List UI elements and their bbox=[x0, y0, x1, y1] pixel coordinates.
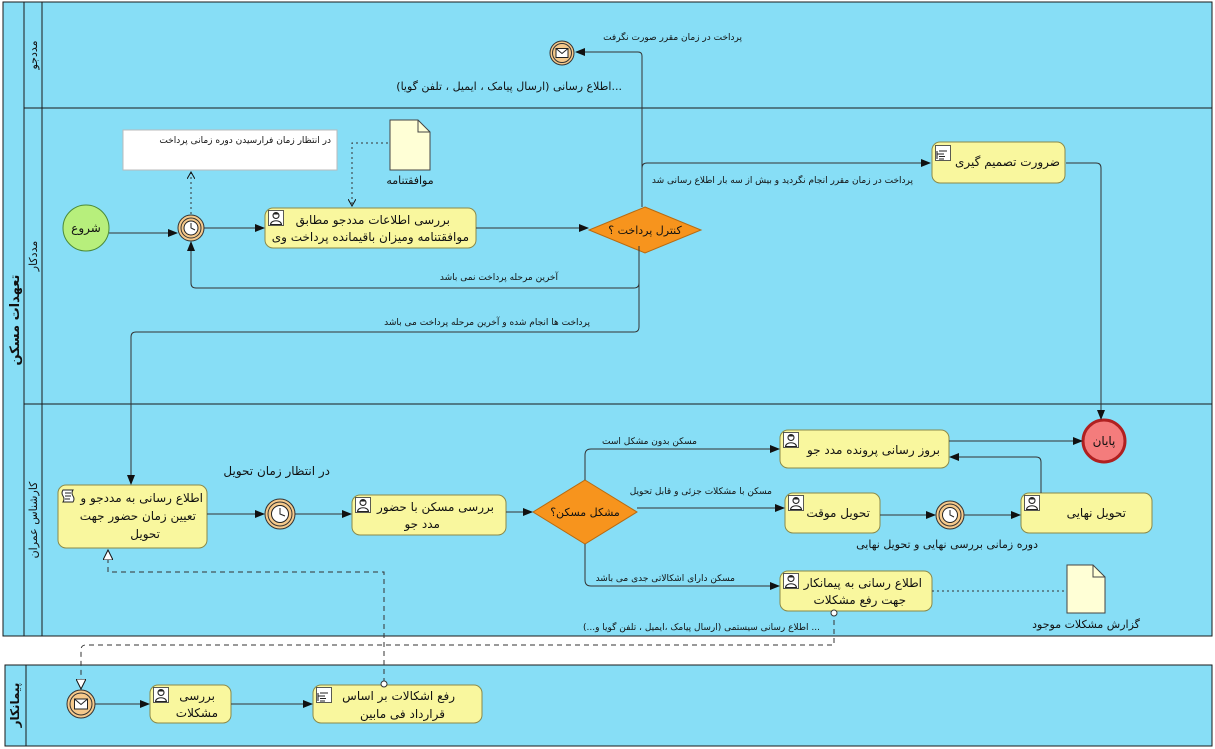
major-problem-label: مسکن دارای اشکالاتی جدی می باشد bbox=[596, 574, 736, 584]
manual-task-icon bbox=[316, 687, 332, 703]
task-temp-delivery-label: تحویل موقت bbox=[806, 506, 870, 521]
wait-timer-event[interactable] bbox=[177, 214, 205, 242]
task-notify-applicant-line2: تعیین زمان حضور جهت bbox=[80, 509, 196, 524]
problems-report-label: گزارش مشکلات موجود bbox=[1032, 618, 1141, 631]
user-task-icon bbox=[783, 573, 799, 589]
task-review-problems-line2: مشکلات bbox=[176, 706, 218, 720]
final-review-period-label: دوره زمانی بررسی نهایی و تحویل نهایی bbox=[856, 538, 1038, 551]
task-review-info-line2: موافقتنامه ومیزان باقیمانده پرداخت وی bbox=[272, 230, 469, 245]
user-task-icon bbox=[355, 497, 371, 513]
lane-title-applicant: مددجو bbox=[27, 40, 40, 70]
flow-final-to-update bbox=[949, 453, 1042, 493]
envelope-icon bbox=[74, 698, 88, 710]
task-review-info-line1: بررسی اطلاعات مددجو مطابق bbox=[296, 213, 450, 228]
start-event-label: شروع bbox=[71, 221, 101, 236]
lane-title-social-worker: مددکار bbox=[27, 241, 40, 273]
message-flow-to-contractor bbox=[81, 611, 835, 689]
wait-delivery-label: در انتظار زمان تحویل bbox=[223, 464, 330, 479]
task-fix-problems[interactable] bbox=[312, 684, 483, 724]
flow-gateway-to-applicant bbox=[575, 48, 643, 207]
task-decision-label: ضرورت تصمیم گیری bbox=[955, 155, 1060, 170]
user-task-icon bbox=[783, 432, 799, 448]
no-problem-label: مسکن بدون مشکل است bbox=[602, 437, 697, 447]
system-notify-label: اطلاع رسانی سیستمی (ارسال پیامک ،ایمیل ،… bbox=[583, 621, 820, 633]
end-event-label: پایان bbox=[1093, 434, 1116, 448]
pool-title-contractor: پیمانکار bbox=[8, 683, 22, 729]
applicant-message-event-ring bbox=[552, 43, 572, 63]
task-notify-contractor-line2: جهت رفع مشکلات bbox=[814, 593, 907, 608]
message-flow-to-notify bbox=[108, 550, 385, 683]
gateway-housing-problem-label: مشکل مسکن؟ bbox=[550, 506, 620, 519]
payment-not-on-time-label: پرداخت در زمان مقرر صورت نگرفت bbox=[603, 31, 742, 43]
manual-task-icon bbox=[935, 145, 951, 161]
lane-title-civil-expert: کارشناس عمران bbox=[27, 481, 40, 559]
gateway-payment-check-label: کنترل پرداخت ؟ bbox=[608, 224, 682, 237]
applicant-message-label: اطلاع رسانی (ارسال پیامک ، ایمیل ، تلفن … bbox=[396, 80, 622, 93]
wait-annotation bbox=[122, 129, 338, 171]
minor-problem-label: مسکن با مشکلات جزئی و قابل تحویل bbox=[630, 487, 772, 497]
not-paid-three-times-label: پرداخت در زمان مقرر انجام نگردید و بیش ا… bbox=[652, 174, 914, 186]
user-task-icon bbox=[1024, 495, 1040, 511]
task-review-housing-line2: مدد جو bbox=[403, 517, 440, 532]
wait-annotation-text: در انتظار زمان فرارسیدن دوره زمانی پرداخ… bbox=[159, 136, 331, 146]
script-task-icon bbox=[61, 489, 75, 503]
agreement-document-label: موافقتنامه bbox=[386, 174, 433, 187]
task-fix-problems-line2: قرارداد فی مابین bbox=[360, 707, 445, 722]
user-task-icon bbox=[153, 687, 169, 703]
gateway-payment-check[interactable] bbox=[587, 206, 703, 254]
task-notify-applicant-line1: اطلاع رسانی به مددجو و bbox=[79, 491, 203, 506]
task-temp-delivery[interactable] bbox=[784, 492, 881, 534]
envelope-icon bbox=[555, 48, 569, 58]
end-event[interactable] bbox=[1081, 418, 1127, 464]
review-timer-event[interactable] bbox=[935, 500, 965, 530]
user-task-icon bbox=[268, 210, 284, 226]
task-final-delivery-label: تحویل نهایی bbox=[1067, 506, 1126, 521]
delivery-timer-event[interactable] bbox=[264, 498, 296, 530]
user-task-icon bbox=[788, 495, 804, 511]
contractor-message-event[interactable] bbox=[66, 689, 96, 719]
task-notify-applicant-line3: تحویل bbox=[130, 527, 160, 542]
task-review-problems-line1: بررسی bbox=[179, 689, 215, 704]
assoc-agreement-review bbox=[352, 142, 388, 206]
task-notify-contractor-line1: اطلاع رسانی به پیمانکار bbox=[803, 576, 922, 591]
not-last-stage-label: آخرین مرحله پرداخت نمی باشد bbox=[440, 271, 559, 283]
flow-gateway-to-notify bbox=[127, 246, 640, 485]
task-review-housing-line1: بررسی مسکن با حضور bbox=[376, 500, 494, 515]
associations bbox=[81, 142, 1065, 689]
task-update-file[interactable] bbox=[779, 429, 950, 469]
flow-gateway2-to-contractor bbox=[584, 544, 780, 590]
start-event[interactable] bbox=[62, 204, 110, 252]
agreement-document[interactable] bbox=[389, 119, 431, 171]
sequence-flows bbox=[95, 48, 1105, 708]
flow-decision-to-end bbox=[1066, 162, 1105, 420]
task-fix-problems-line1: رفع اشکالات بر اساس bbox=[342, 689, 455, 704]
payments-done-label: پرداخت ها انجام شده و آخرین مرحله پرداخت… bbox=[384, 316, 590, 328]
task-notify-applicant[interactable] bbox=[57, 484, 208, 549]
task-review-housing[interactable] bbox=[351, 494, 507, 536]
task-final-delivery[interactable] bbox=[1020, 492, 1153, 534]
task-decision[interactable] bbox=[931, 141, 1066, 184]
flow-gateway2-to-update bbox=[584, 445, 780, 480]
problems-report-document[interactable] bbox=[1066, 564, 1106, 614]
flow-gateway-to-decision bbox=[641, 159, 931, 207]
task-update-file-label: بروز رسانی پرونده مدد جو bbox=[806, 443, 940, 458]
pool-title-housing: تعهدات مسکن bbox=[8, 275, 23, 366]
